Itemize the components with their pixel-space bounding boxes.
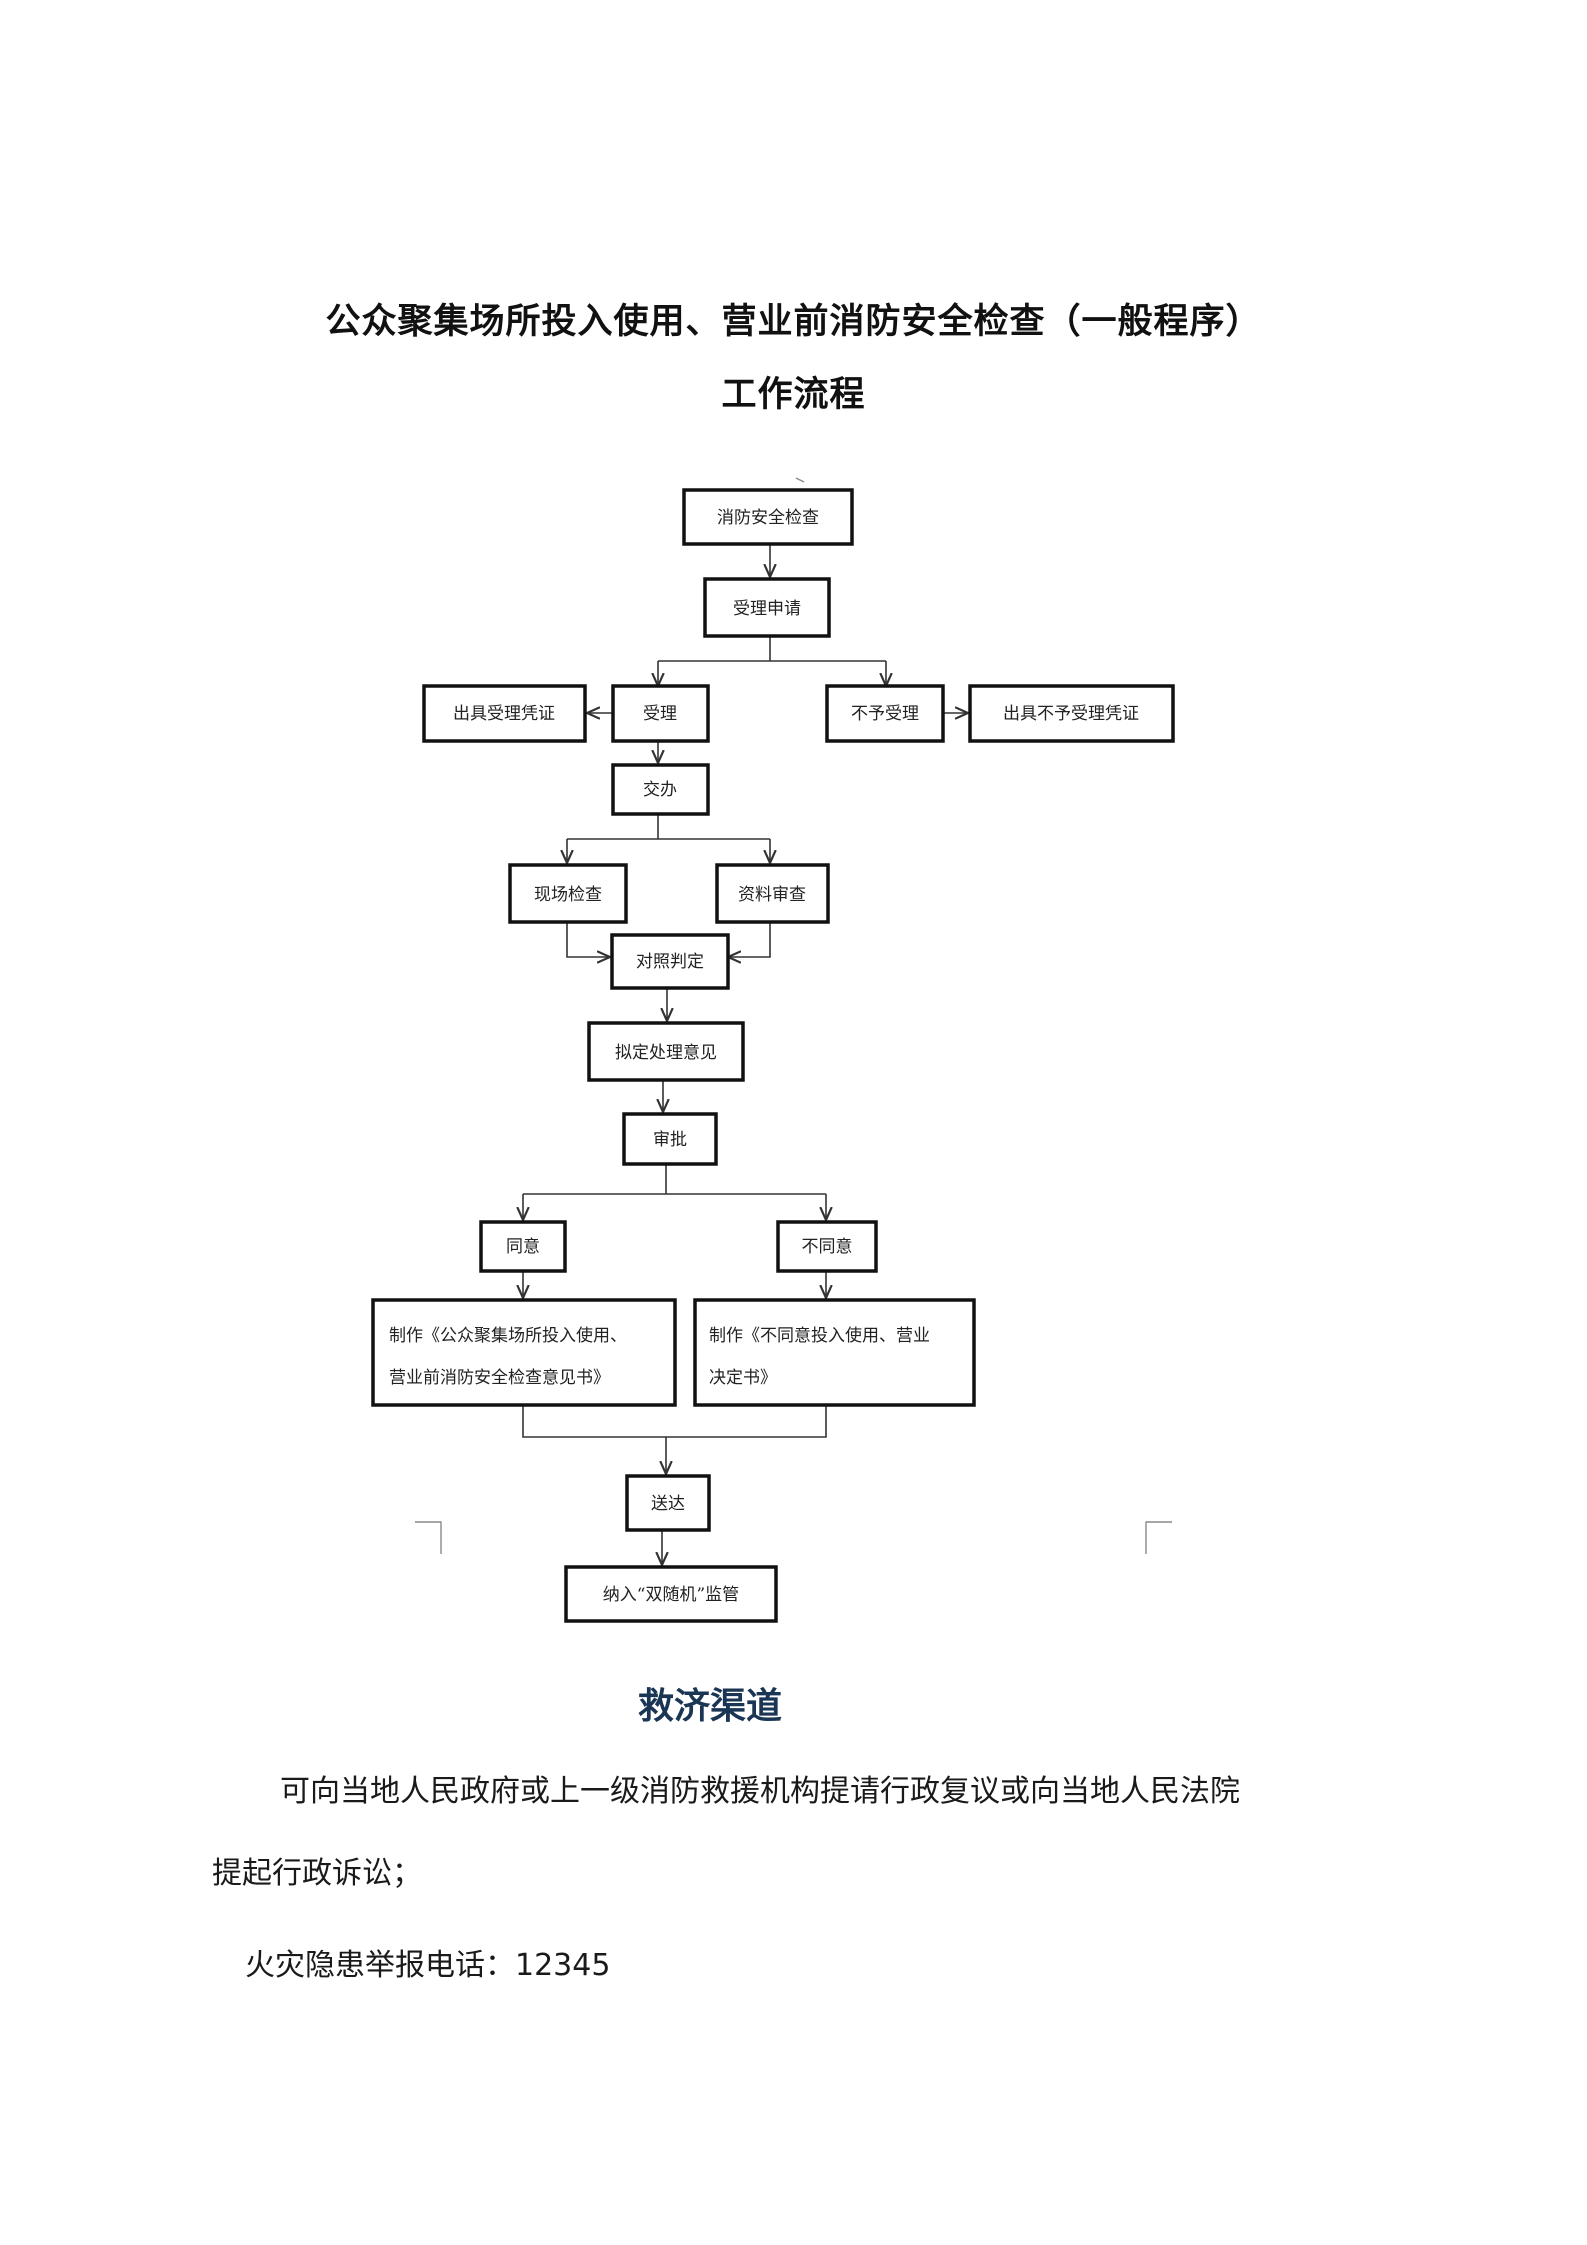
node-label-line2: 营业前消防安全检查意见书》 xyxy=(389,1368,610,1388)
flowchart-connectors xyxy=(523,544,968,1565)
remedy-text-line2: 提起行政诉讼； xyxy=(212,1856,422,1891)
document-subtitle: 工作流程 xyxy=(721,374,866,415)
hotline-text: 火灾隐患举报电话：12345 xyxy=(245,1948,611,1983)
node-label: 受理 xyxy=(643,704,677,724)
node-issue-not-accept-voucher: 出具不予受理凭证 xyxy=(968,684,1175,743)
node-label-line1: 制作《不同意投入使用、营业 xyxy=(709,1325,930,1346)
node-material-review: 资料审查 xyxy=(715,863,830,924)
node-assign: 交办 xyxy=(611,763,710,816)
node-disagree: 不同意 xyxy=(776,1220,878,1273)
remedy-text-line1: 可向当地人民政府或上一级消防救援机构提请行政复议或向当地人民法院 xyxy=(280,1774,1240,1809)
node-agree: 同意 xyxy=(479,1220,567,1273)
corner-mark-left xyxy=(415,1521,442,1554)
node-label: 出具受理凭证 xyxy=(453,704,555,724)
node-label-line1: 制作《公众聚集场所投入使用、 xyxy=(389,1325,627,1346)
node-label: 不同意 xyxy=(802,1237,853,1257)
node-label: 消防安全检查 xyxy=(717,508,819,528)
node-label: 受理申请 xyxy=(733,599,801,619)
document-title: 公众聚集场所投入使用、营业前消防安全检查（一般程序） xyxy=(325,301,1262,342)
node-compare-judge: 对照判定 xyxy=(610,933,730,990)
node-label: 不予受理 xyxy=(851,704,919,724)
node-site-check: 现场检查 xyxy=(508,863,628,924)
node-label: 交办 xyxy=(643,780,677,800)
flowchart: 消防安全检查 受理申请 出具受理凭证 受理 不予受理 出具不予受理凭证 交办 现… xyxy=(371,477,1175,1623)
node-label: 资料审查 xyxy=(738,885,806,905)
node-approve: 审批 xyxy=(622,1112,718,1166)
node-label: 送达 xyxy=(651,1494,685,1514)
node-make-agree-doc: 制作《公众聚集场所投入使用、 营业前消防安全检查意见书》 xyxy=(371,1298,677,1407)
node-accept: 受理 xyxy=(611,684,710,743)
node-issue-accept-voucher: 出具受理凭证 xyxy=(422,684,587,743)
node-make-disagree-doc: 制作《不同意投入使用、营业 决定书》 xyxy=(693,1298,976,1407)
node-label: 现场检查 xyxy=(534,885,602,905)
node-accept-apply: 受理申请 xyxy=(703,577,831,638)
node-label: 拟定处理意见 xyxy=(615,1043,717,1063)
node-supervision: 纳入“双随机”监管 xyxy=(564,1565,778,1623)
node-fire-check: 消防安全检查 xyxy=(682,488,854,546)
node-deliver: 送达 xyxy=(625,1474,711,1532)
node-label: 出具不予受理凭证 xyxy=(1003,704,1139,724)
node-label-line2: 决定书》 xyxy=(709,1368,777,1388)
node-label: 审批 xyxy=(653,1130,687,1150)
node-label: 对照判定 xyxy=(636,952,704,972)
node-label: 同意 xyxy=(506,1237,540,1257)
corner-mark-right xyxy=(1145,1521,1172,1554)
node-not-accept: 不予受理 xyxy=(825,684,945,743)
remedy-section-title: 救济渠道 xyxy=(637,1686,782,1727)
mark xyxy=(795,477,805,483)
node-draft-opinion: 拟定处理意见 xyxy=(587,1021,745,1082)
node-label: 纳入“双随机”监管 xyxy=(603,1585,739,1605)
